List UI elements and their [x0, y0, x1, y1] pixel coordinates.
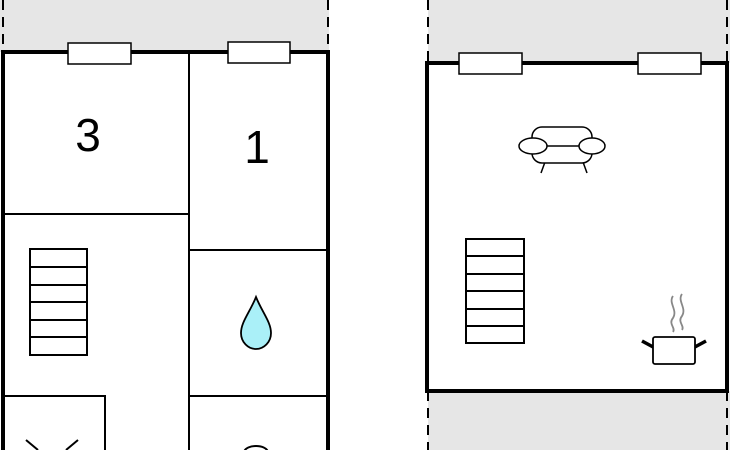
room-label-3: 3	[75, 109, 101, 161]
cooking-pot-icon	[641, 293, 707, 365]
window	[637, 52, 702, 75]
window	[458, 52, 523, 75]
outside-area-bottom-right	[428, 391, 730, 450]
interior-wall	[3, 395, 106, 450]
toilet-partial-icon	[244, 445, 268, 450]
staircase-icon	[29, 248, 88, 356]
right-floor-plan	[425, 0, 730, 450]
sofa-icon	[518, 126, 606, 174]
staircase-icon	[465, 238, 525, 344]
left-floor-plan: 3 1	[0, 0, 330, 450]
water-drop-icon	[240, 294, 272, 350]
window	[227, 41, 291, 64]
room-label-1: 1	[244, 121, 270, 173]
window	[67, 42, 132, 65]
bed-partial-icon	[25, 439, 79, 450]
